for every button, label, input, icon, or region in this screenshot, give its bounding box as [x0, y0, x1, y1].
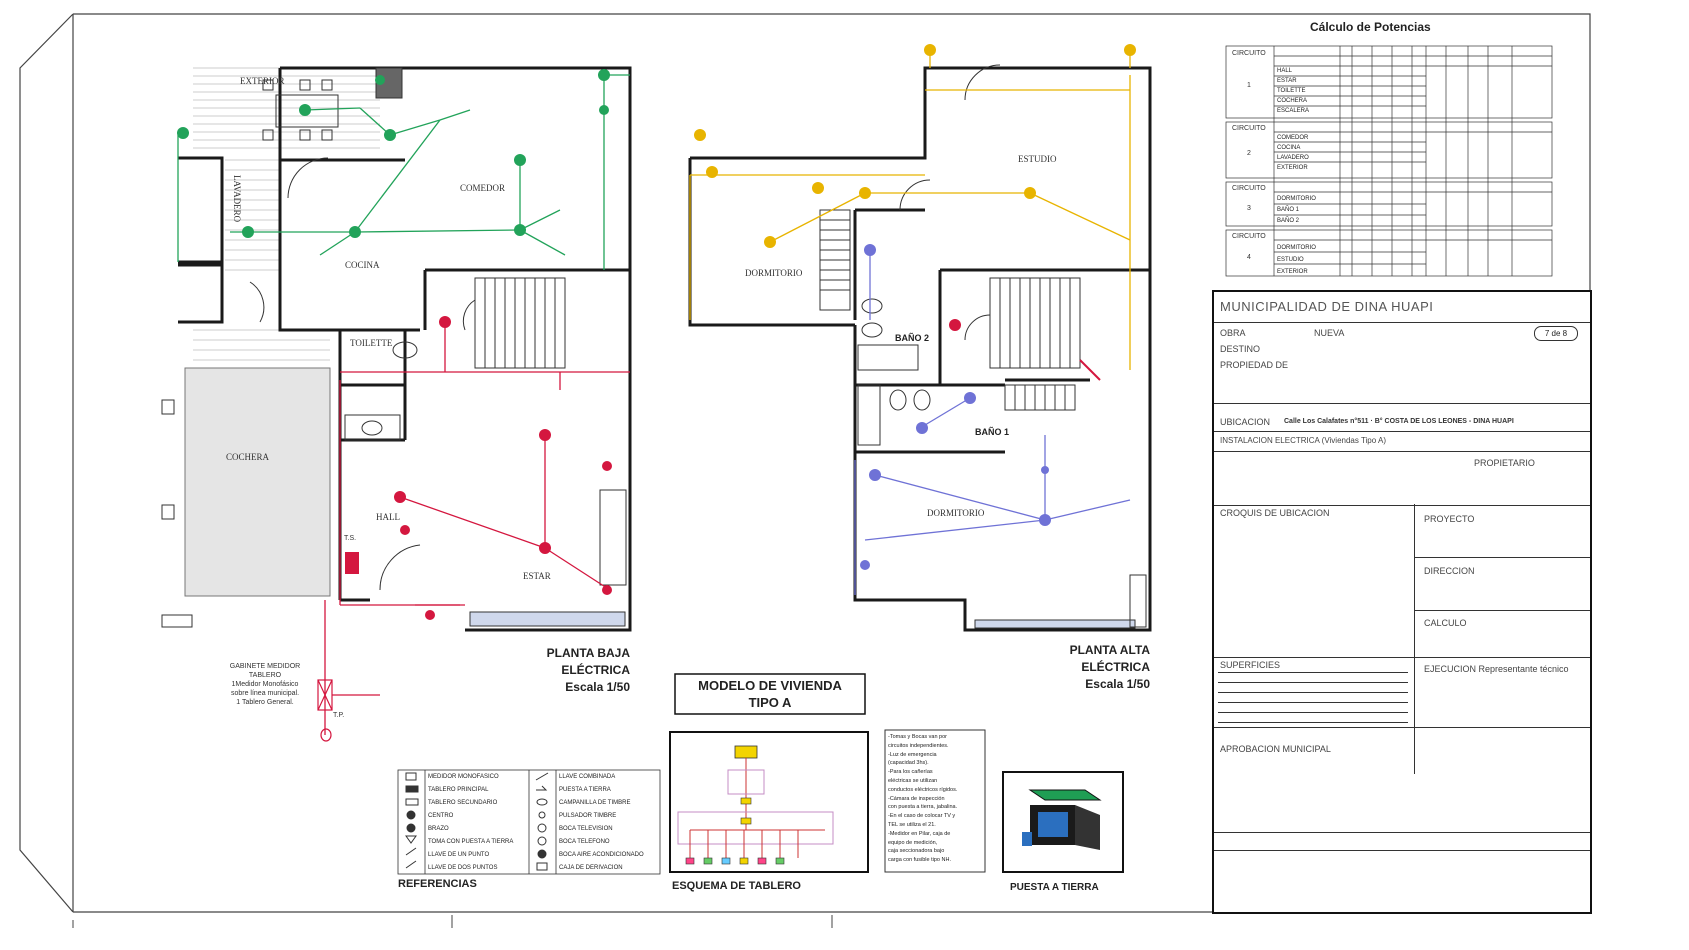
reference-item: PULSADOR TIMBRE [559, 813, 617, 819]
reference-item: MEDIDOR MONOFASICO [428, 774, 499, 780]
reference-item: BOCA TELEVISION [559, 826, 613, 832]
ground-floor-title: PLANTA BAJA ELÉCTRICA Escala 1/50 [546, 646, 630, 694]
upper-floor-title: PLANTA ALTA ELÉCTRICA Escala 1/50 [1069, 643, 1150, 691]
model-title-box [674, 673, 866, 715]
circuit-number: 4 [1247, 254, 1251, 261]
board-scheme-title: ESQUEMA DE TABLERO [672, 880, 801, 892]
room-label-hall: HALL [376, 512, 400, 522]
reference-item: CENTRO [428, 813, 454, 819]
propiedad-label: PROPIEDAD DE [1220, 360, 1289, 370]
propietario-label: PROPIETARIO [1474, 458, 1535, 468]
references-title: REFERENCIAS [398, 878, 477, 890]
reference-item: PUESTA A TIERRA [559, 787, 611, 793]
destino-label: DESTINO [1220, 344, 1261, 354]
room-label-bano-1: BAÑO 1 [975, 427, 1010, 437]
room-label-comedor: COMEDOR [460, 183, 506, 193]
aprobacion-label: APROBACION MUNICIPAL [1220, 744, 1331, 754]
sheet-number: 7 de 8 [1534, 326, 1578, 341]
references-right-list: LLAVE COMBINADA PUESTA A TIERRA CAMPANIL… [559, 771, 659, 875]
ground-floor-plan [161, 66, 632, 742]
ubicacion-label: UBICACION [1220, 417, 1271, 427]
direccion-label: DIRECCION [1424, 566, 1475, 576]
room-label-dormitorio-2: DORMITORIO [927, 508, 985, 518]
room-label-estudio: ESTUDIO [1018, 154, 1057, 164]
reference-item: CAJA DE DERIVACION [559, 865, 623, 871]
proyecto-label: PROYECTO [1424, 514, 1475, 524]
ubicacion-value: Calle Los Calafates n°511 · B° COSTA DE … [1284, 418, 1514, 425]
room-label-lavadero: LAVADERO [232, 175, 242, 223]
reference-item: BRAZO [428, 826, 449, 832]
upper-floor-plan [688, 44, 1152, 632]
ground-rod-title: PUESTA A TIERRA [1010, 882, 1099, 893]
reference-item: TOMA CON PUESTA A TIERRA [428, 839, 514, 845]
obra-value: NUEVA [1314, 328, 1345, 338]
references-grid [397, 769, 661, 875]
circuit-label: CIRCUITO [1232, 185, 1266, 192]
reference-item: TABLERO PRINCIPAL [428, 787, 489, 793]
plano-value: INSTALACION ELECTRICA (Viviendas Tipo A) [1220, 436, 1386, 445]
ts-label: T.S. [344, 535, 357, 542]
room-label-cochera: COCHERA [226, 452, 270, 462]
board-scheme-diagram [669, 731, 869, 873]
circuit-label: CIRCUITO [1232, 50, 1266, 57]
superficies-label: SUPERFICIES [1220, 660, 1281, 670]
circuit-label: CIRCUITO [1232, 125, 1266, 132]
ejecucion-label: EJECUCION Representante técnico [1424, 664, 1569, 674]
room-label-toilette: TOILETTE [350, 338, 393, 348]
croquis-label: CROQUIS DE UBICACION [1220, 508, 1330, 518]
notes-box [884, 729, 986, 873]
circuit-number: 1 [1247, 82, 1251, 89]
superficies-table [1218, 672, 1408, 723]
authority-name: MUNICIPALIDAD DE DINA HUAPI [1220, 299, 1434, 314]
room-label-estar: ESTAR [523, 571, 551, 581]
calculo-label: CALCULO [1424, 618, 1467, 628]
model-title: MODELO DE VIVIENDA TIPO A [698, 678, 842, 710]
reference-item: BOCA AIRE ACONDICIONADO [559, 852, 644, 858]
title-block: MUNICIPALIDAD DE DINA HUAPI OBRA NUEVA 7… [1212, 290, 1592, 914]
room-label-exterior: EXTERIOR [240, 76, 285, 86]
ground-rod-diagram [1002, 771, 1124, 873]
reference-item: LLAVE COMBINADA [559, 774, 616, 780]
reference-item: LLAVE DE DOS PUNTOS [428, 865, 498, 871]
obra-label: OBRA [1220, 328, 1246, 338]
meter-note: GABINETE MEDIDOR TABLERO 1Medidor Monofá… [229, 663, 301, 706]
room-label-dormitorio-1: DORMITORIO [745, 268, 803, 278]
reference-item: BOCA TELEFONO [559, 839, 610, 845]
tp-label: T.P. [333, 712, 345, 719]
circuit-number: 2 [1247, 150, 1251, 157]
references-left-list: MEDIDOR MONOFASICO TABLERO PRINCIPAL TAB… [428, 771, 528, 875]
reference-item: TABLERO SECUNDARIO [428, 800, 498, 806]
power-calc-title: Cálculo de Potencias [1310, 20, 1431, 34]
room-label-cocina: COCINA [345, 260, 380, 270]
circuit-number: 3 [1247, 205, 1251, 212]
room-label-bano-2: BAÑO 2 [895, 333, 930, 343]
power-calc-grid [1225, 45, 1553, 277]
circuit-label: CIRCUITO [1232, 233, 1266, 240]
reference-item: CAMPANILLA DE TIMBRE [559, 800, 631, 806]
reference-item: LLAVE DE UN PUNTO [428, 852, 490, 858]
